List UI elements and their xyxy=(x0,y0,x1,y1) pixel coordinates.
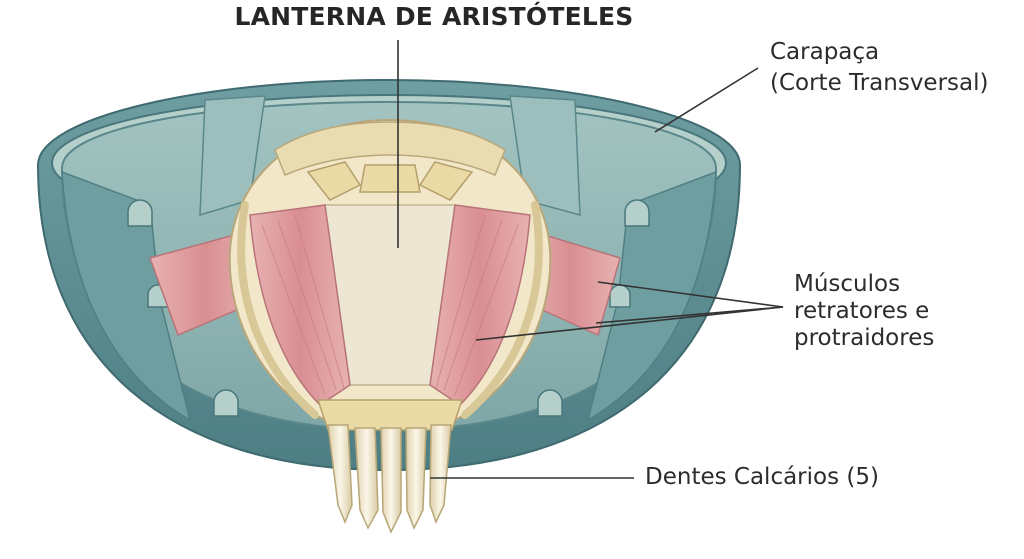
aristotle-lantern xyxy=(228,118,552,431)
tooth-2 xyxy=(354,427,379,530)
leader-muscle-right xyxy=(597,281,784,308)
shell-plate-right xyxy=(586,170,717,422)
muscle-striations xyxy=(261,214,519,396)
label-muscles-line1: Músculos xyxy=(794,271,901,297)
leader-shell xyxy=(654,67,759,133)
auricle-left-upper xyxy=(127,199,153,227)
auricle-right-upper xyxy=(624,199,650,227)
leader-lines xyxy=(397,40,784,479)
shell-carapace xyxy=(36,78,742,472)
tooth-3 xyxy=(380,427,402,534)
label-muscles-line3: protraidores xyxy=(794,325,935,351)
label-muscles: Músculos retratores e protraidores xyxy=(794,271,934,352)
auricle-right-lower xyxy=(537,389,563,417)
lantern-rib-right xyxy=(461,201,543,419)
ossicle-epiphysis-right xyxy=(418,161,474,201)
label-teeth: Dentes Calcários (5) xyxy=(645,464,879,490)
tooth-1 xyxy=(327,424,353,524)
calcareous-teeth xyxy=(327,424,452,534)
shell-plate-left xyxy=(61,170,192,422)
ossicle-ring-bottom xyxy=(316,399,464,431)
lantern-rib-left xyxy=(237,201,319,419)
auricle-left-lower xyxy=(213,389,239,417)
leader-muscle-center xyxy=(475,306,784,341)
ossicle-epiphysis-center xyxy=(359,164,421,193)
tooth-5 xyxy=(429,424,452,524)
tooth-4 xyxy=(405,427,427,530)
label-shell-line2: (Corte Transversal) xyxy=(770,70,989,96)
diagram-title: LANTERNA DE ARISTÓTELES xyxy=(234,2,634,31)
label-shell-line1: Carapaça xyxy=(770,39,880,65)
label-shell: Carapaça (Corte Transversal) xyxy=(770,37,988,99)
ossicle-ring-top xyxy=(274,121,506,176)
auricle-right-mid xyxy=(609,284,631,308)
label-muscles-line2: retratores e xyxy=(794,298,930,324)
ossicle-epiphysis-left xyxy=(306,161,362,201)
